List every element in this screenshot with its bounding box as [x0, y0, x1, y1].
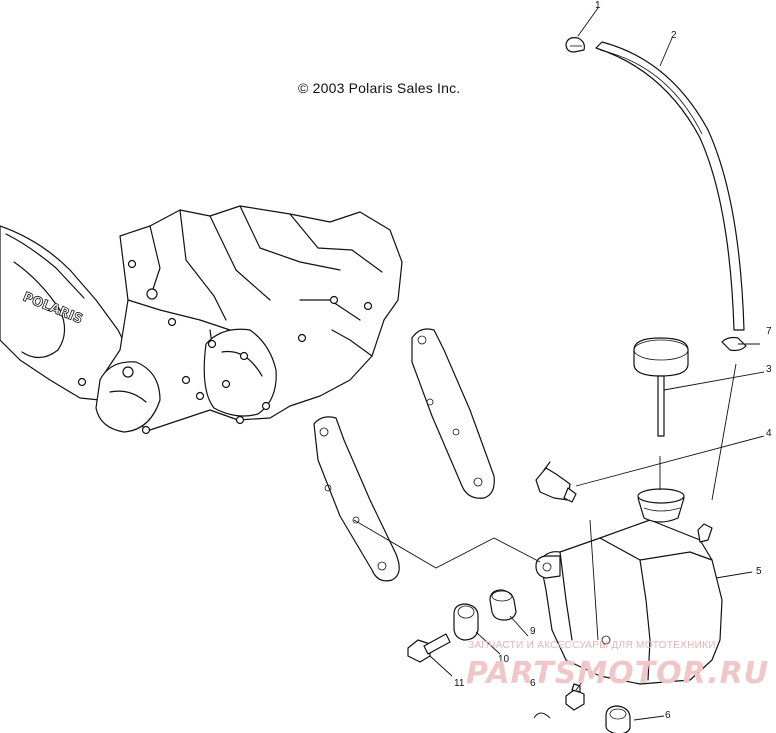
callout-10: 10	[498, 654, 510, 665]
vent-hose	[595, 41, 745, 331]
callout-6-bolt: 6	[530, 678, 536, 689]
callout-11: 11	[454, 678, 465, 689]
hose-fitting	[535, 461, 577, 503]
hose-clamp	[565, 37, 585, 53]
grommet	[453, 603, 479, 641]
watermark-tagline: ЗАПЧАСТИ И АКСЕССУАРЫ ДЛЯ МОТОТЕХНИКИ	[468, 640, 716, 651]
callout-2: 2	[671, 30, 677, 41]
coolant-reservoir	[535, 488, 723, 685]
watermark-brand: PARTSMOTOR.RU	[466, 656, 770, 691]
nut	[605, 705, 631, 733]
hose-clip	[721, 336, 747, 352]
reservoir-cap-dipstick	[633, 337, 689, 437]
callout-5: 5	[756, 566, 762, 577]
engine-drawing: POLARIS	[0, 205, 403, 435]
mounting-brackets	[313, 328, 495, 582]
callout-6-nut: 6	[665, 710, 671, 721]
callout-7: 7	[766, 326, 772, 337]
small-bolt	[565, 683, 585, 711]
bushing	[489, 589, 517, 621]
callout-4: 4	[766, 428, 772, 439]
callout-1: 1	[595, 0, 601, 11]
callout-9: 9	[530, 626, 536, 637]
bolt	[407, 633, 451, 663]
copyright-notice: © 2003 Polaris Sales Inc.	[298, 80, 461, 96]
leader-lines	[353, 7, 765, 721]
callout-3: 3	[766, 364, 772, 375]
